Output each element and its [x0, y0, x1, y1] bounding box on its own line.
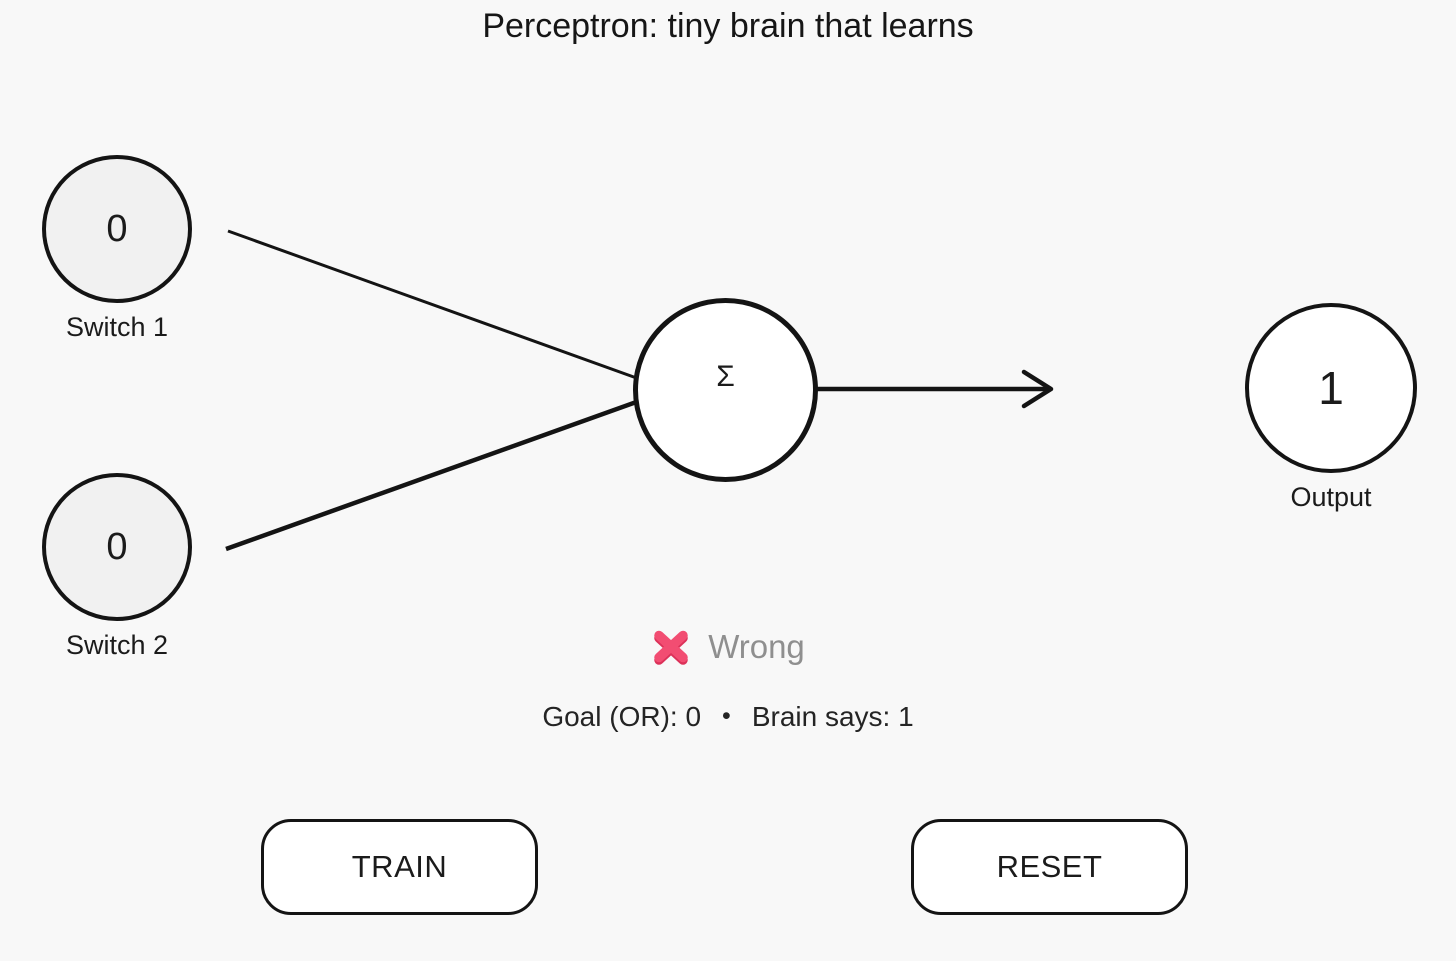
neuron-node: Σ [633, 298, 818, 482]
switch-1-label: Switch 1 [65, 312, 169, 342]
reset-button[interactable]: RESET [911, 819, 1188, 915]
brain-pair: Brain says: 1 [752, 701, 914, 733]
wire-switch1-to-neuron [227, 229, 643, 382]
switch-1-node[interactable]: 0 [42, 155, 192, 303]
goal-row: Goal (OR): 0 • Brain says: 1 [0, 701, 1456, 733]
brain-value: 1 [898, 701, 914, 732]
arrowhead-icon [1021, 369, 1054, 409]
cross-icon [654, 630, 688, 665]
output-arrow [814, 369, 1054, 409]
brain-label: Brain says: [751, 701, 891, 732]
switch-2-node[interactable]: 0 [42, 473, 192, 621]
goal-pair: Goal (OR): 0 [542, 701, 701, 733]
neuron-group: Σ [633, 298, 818, 482]
switch-2-label: Switch 2 [65, 630, 169, 660]
train-button[interactable]: TRAIN [261, 819, 538, 915]
wire-switch2-to-neuron [225, 397, 643, 552]
status-text: Wrong [708, 628, 805, 665]
status-row: Wrong [0, 628, 1456, 666]
separator-dot: • [722, 702, 731, 730]
page-title: Perceptron: tiny brain that learns [482, 7, 974, 45]
output-label: Output [1290, 482, 1372, 512]
output-node: 1 [1245, 303, 1417, 473]
switch-2-group: 0 Switch 2 [42, 473, 192, 661]
output-group: 1 Output [1245, 303, 1417, 513]
switch-1-group: 0 Switch 1 [42, 155, 192, 343]
output-value: 1 [1318, 362, 1344, 414]
switch-2-value: 0 [106, 525, 128, 568]
goal-label: Goal (OR): [542, 701, 678, 732]
goal-value: 0 [685, 701, 702, 732]
switch-1-value: 0 [106, 207, 128, 250]
sigma-symbol: Σ [716, 360, 735, 393]
